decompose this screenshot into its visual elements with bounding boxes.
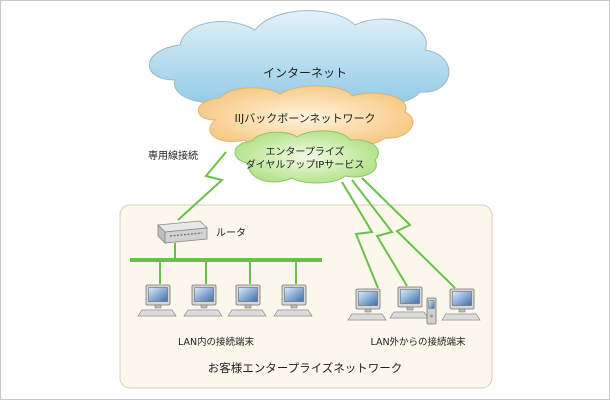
- dialup-service-cloud: [234, 130, 379, 184]
- remote-terminals-label: LAN外からの接続端末: [370, 336, 466, 348]
- remote-links: [341, 177, 456, 289]
- backbone-label: IIJバックボーンネットワーク: [235, 112, 376, 125]
- leased-line-connection: [177, 151, 227, 221]
- enterprise-network-label: お客様エンタープライズネットワーク: [208, 361, 402, 375]
- dialup-label-line1: エンタープライズ: [265, 145, 344, 158]
- leased-line-label: 専用線接続: [148, 149, 198, 162]
- mobile-device-icon: [426, 297, 437, 325]
- lan-drop-lines: [159, 260, 297, 284]
- internet-label: インターネット: [263, 66, 347, 80]
- lan-terminals-label: LAN内の接続端末: [178, 336, 255, 348]
- router-icon: [157, 220, 208, 244]
- router-label: ルータ: [216, 227, 246, 239]
- dialup-label-line2: ダイヤルアップIPサービス: [246, 158, 365, 171]
